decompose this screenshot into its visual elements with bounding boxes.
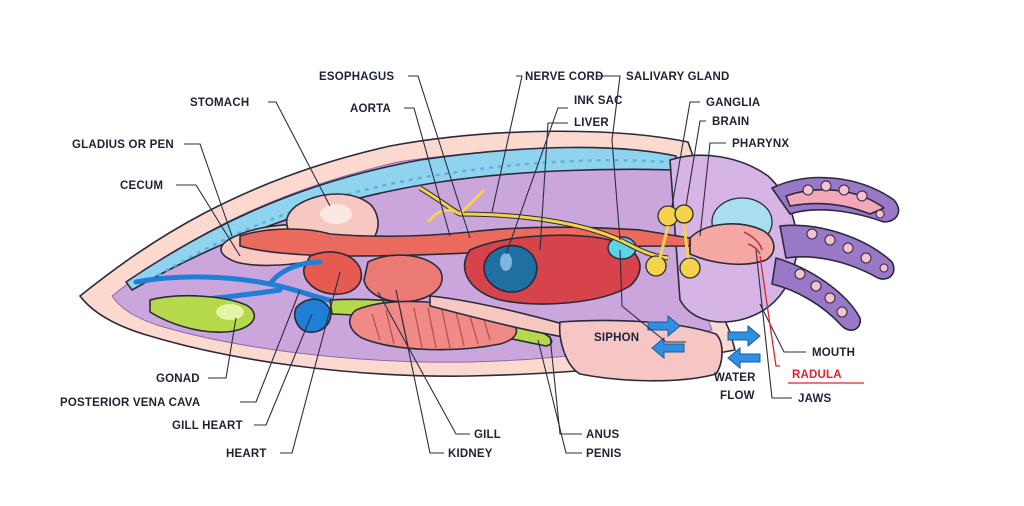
label-ganglia: GANGLIA	[706, 97, 760, 109]
radula-leader	[759, 255, 864, 384]
label-stomach: STOMACH	[190, 97, 249, 109]
label-siphon: SIPHON	[594, 332, 639, 344]
label-salivary-gland: SALIVARY GLAND	[626, 71, 730, 83]
label-pharynx: PHARYNX	[732, 138, 789, 150]
nerve-branch	[426, 188, 486, 223]
label-kidney: KIDNEY	[448, 448, 493, 460]
ink-sac	[483, 244, 538, 293]
label-aorta: AORTA	[350, 103, 391, 115]
jaws	[743, 231, 763, 255]
label-heart: HEART	[226, 448, 267, 460]
label-water-flow-1: WATER	[714, 372, 756, 384]
nerve-cord-fill	[419, 186, 669, 260]
gonad-highlight	[216, 304, 244, 320]
stomach-highlight	[320, 204, 352, 224]
squid-illustration	[79, 130, 900, 382]
label-gonad: GONAD	[156, 373, 200, 385]
ink-sac-highlight	[500, 253, 512, 271]
label-radula: RADULA	[792, 369, 842, 381]
label-cecum: CECUM	[120, 180, 163, 192]
label-penis: PENIS	[586, 448, 622, 460]
siphon	[558, 319, 723, 382]
arrow-icon	[727, 324, 761, 348]
label-posterior-vena-cava: POSTERIOR VENA CAVA	[60, 397, 200, 409]
arrow-icon	[727, 346, 761, 370]
label-jaws: JAWS	[798, 393, 832, 405]
water-flow-arrows	[647, 314, 761, 370]
label-gill-heart: GILL HEART	[172, 420, 243, 432]
label-water-flow-2: FLOW	[720, 390, 755, 402]
label-nerve-cord: NERVE CORD	[525, 71, 603, 83]
label-brain: BRAIN	[712, 116, 749, 128]
labels: ESOPHAGUS NERVE CORD SALIVARY GLAND STOM…	[60, 71, 855, 460]
kidney	[363, 254, 443, 303]
label-mouth: MOUTH	[812, 347, 855, 359]
label-esophagus: ESOPHAGUS	[319, 71, 394, 83]
label-gill: GILL	[474, 429, 501, 441]
leader-lines	[176, 75, 806, 454]
arrow-icon	[651, 336, 685, 360]
arms	[771, 176, 900, 331]
gladius-stripes	[149, 159, 669, 282]
ganglia	[645, 204, 701, 279]
pharynx	[689, 223, 775, 266]
label-anus: ANUS	[586, 429, 620, 441]
esophagus	[239, 226, 691, 257]
label-liver: LIVER	[574, 117, 609, 129]
label-gladius: GLADIUS OR PEN	[72, 139, 174, 151]
label-ink-sac: INK SAC	[574, 95, 623, 107]
